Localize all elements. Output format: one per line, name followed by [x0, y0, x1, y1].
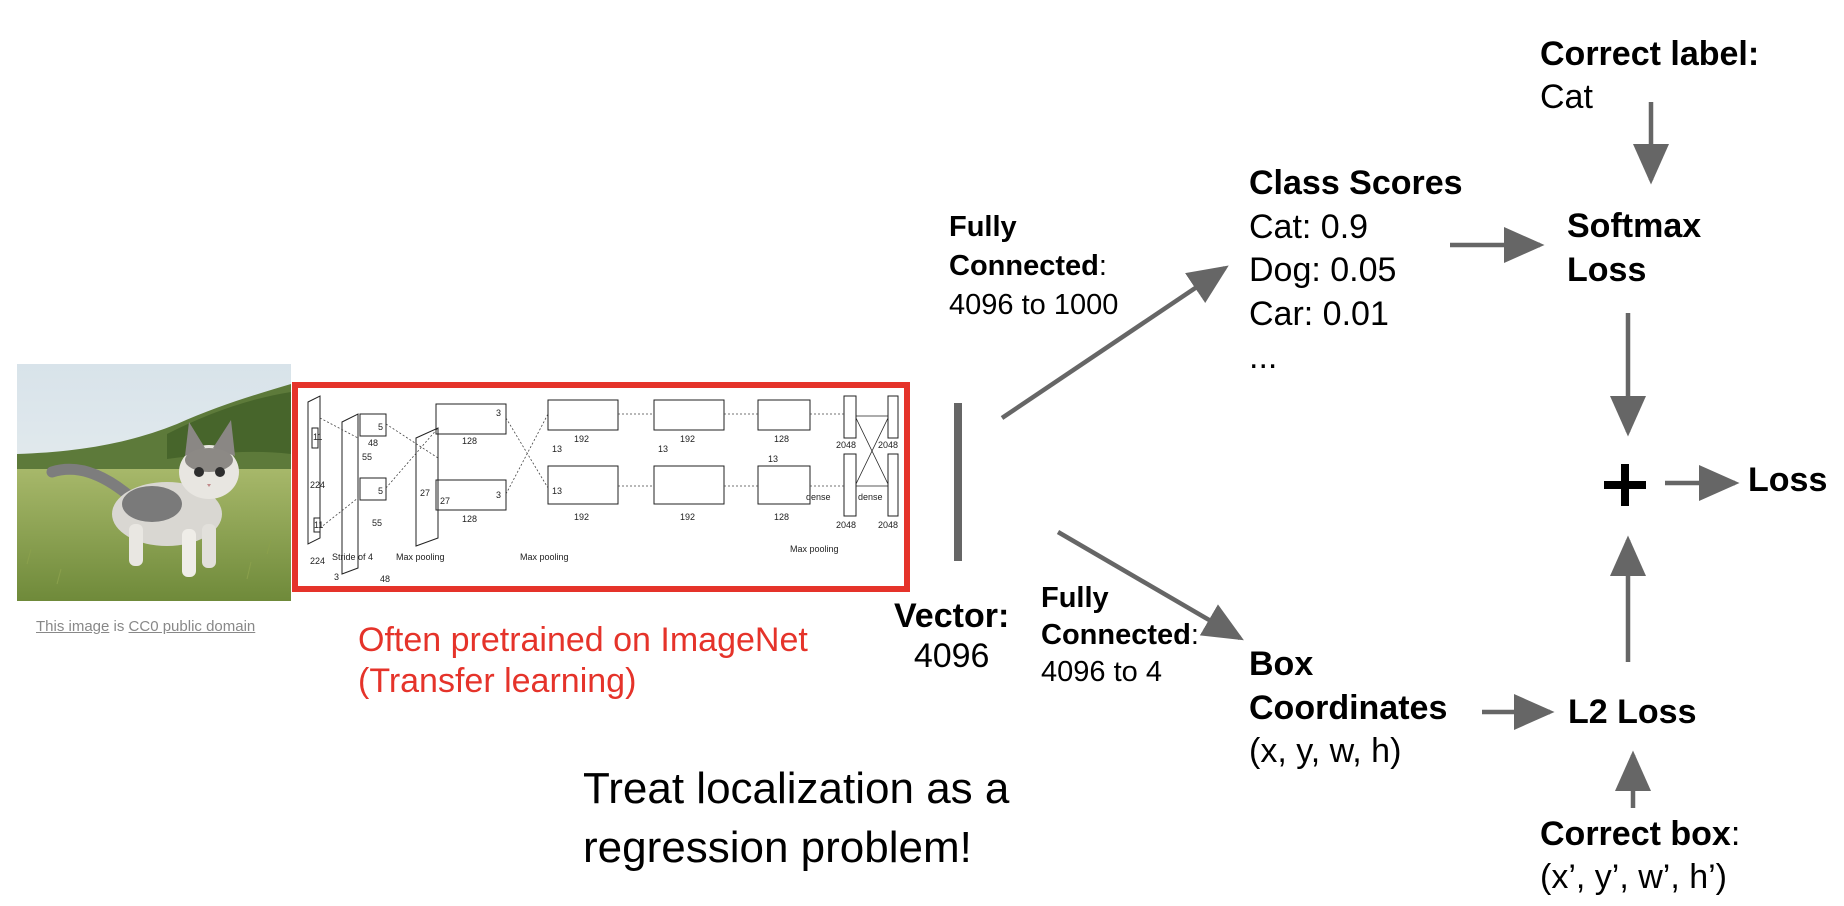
- credit-text: is: [109, 618, 129, 635]
- image-credit: This image is CC0 public domain: [36, 618, 255, 636]
- cnn-label-3: 3: [334, 572, 339, 582]
- correct-label-title: Correct label:: [1540, 35, 1760, 73]
- class-score-item: Car: 0.01: [1249, 294, 1389, 333]
- cnn-label-dense1: dense: [806, 492, 831, 502]
- cnn-size-2048b: 2048: [836, 520, 856, 530]
- cnn-architecture-diagram: 224 224 11 11 55 55 27 27 13 13 13 13 48…: [307, 395, 899, 584]
- fc-bottom-line3: 4096 to 4: [1041, 656, 1162, 689]
- cnn-size-11b: 11: [314, 520, 323, 530]
- cnn-size-192c: 192: [680, 434, 695, 444]
- cnn-size-13c: 13: [658, 444, 668, 454]
- cnn-size-55a: 55: [362, 452, 372, 462]
- cat-photo: [17, 364, 291, 601]
- regression-note: Treat localization as a regression probl…: [583, 760, 1009, 878]
- correct-box-colon: :: [1730, 815, 1741, 853]
- cnn-size-3a: 3: [496, 408, 501, 418]
- box-coords-line2: Coordinates: [1249, 688, 1448, 727]
- cnn-size-192b: 192: [574, 512, 589, 522]
- cnn-size-2048d: 2048: [878, 520, 898, 530]
- fc-top-line1: Fully: [949, 211, 1017, 243]
- pretrained-note: Often pretrained on ImageNet (Transfer l…: [358, 620, 808, 703]
- fc-top-colon: :: [1098, 249, 1107, 282]
- plus-icon: +: [1604, 464, 1646, 506]
- correct-label-value: Cat: [1540, 77, 1593, 116]
- softmax-loss: Softmax Loss: [1567, 205, 1701, 292]
- cnn-size-2048c: 2048: [878, 440, 898, 450]
- cnn-size-128d: 128: [774, 512, 789, 522]
- pretrained-note-line1: Often pretrained on ImageNet: [358, 621, 808, 659]
- regression-note-line1: Treat localization as a: [583, 764, 1010, 813]
- credit-link-image[interactable]: This image: [36, 618, 110, 635]
- cnn-label-maxpool1: Max pooling: [396, 552, 445, 562]
- cnn-size-3b: 3: [496, 490, 501, 500]
- correct-box-value: (x’, y’, w’, h’): [1540, 857, 1727, 896]
- l2-loss: L2 Loss: [1568, 693, 1697, 731]
- cnn-size-192d: 192: [680, 512, 695, 522]
- cnn-size-128a: 128: [462, 436, 477, 446]
- total-loss: Loss: [1748, 461, 1828, 499]
- vector-title: Vector:: [894, 597, 1010, 635]
- cnn-size-13d: 13: [768, 454, 778, 464]
- cnn-size-5a: 5: [378, 422, 383, 432]
- fc-bottom-line2: Connected: [1041, 619, 1191, 652]
- softmax-line1: Softmax: [1567, 207, 1702, 245]
- cnn-size-2048a: 2048: [836, 440, 856, 450]
- fc-top-line2: Connected: [949, 249, 1099, 282]
- fc-bottom-colon: :: [1190, 619, 1199, 652]
- fc-top-label: Fully Connected: 4096 to 1000: [949, 208, 1118, 325]
- fc-bottom-line1: Fully: [1041, 582, 1109, 614]
- cnn-label-stride: Stride of 4: [332, 552, 373, 562]
- class-scores-title: Class Scores: [1249, 164, 1463, 202]
- cnn-size-5b: 5: [378, 486, 383, 496]
- correct-box-title: Correct box: [1540, 815, 1731, 853]
- cnn-architecture-box: 224 224 11 11 55 55 27 27 13 13 13 13 48…: [292, 382, 910, 592]
- credit-link-license[interactable]: CC0 public domain: [128, 618, 256, 635]
- pretrained-note-line2: (Transfer learning): [358, 662, 637, 701]
- softmax-line2: Loss: [1567, 250, 1647, 289]
- cnn-label-dense2: dense: [858, 492, 883, 502]
- cnn-size-128b: 128: [462, 514, 477, 524]
- fc-bottom-label: Fully Connected: 4096 to 4: [1041, 580, 1199, 691]
- cnn-size-48b: 48: [380, 574, 390, 584]
- cat-photo-illustration: [17, 364, 291, 601]
- cnn-label-maxpool3: Max pooling: [790, 544, 839, 554]
- cnn-size-13a: 13: [552, 444, 562, 454]
- box-coords-line3: (x, y, w, h): [1249, 732, 1402, 771]
- cnn-size-27a: 27: [420, 488, 430, 498]
- cnn-size-224b: 224: [310, 556, 325, 566]
- cnn-label-maxpool2: Max pooling: [520, 552, 569, 562]
- class-score-item: Dog: 0.05: [1249, 251, 1397, 290]
- cnn-size-13b: 13: [552, 486, 562, 496]
- class-scores: Class Scores Cat: 0.9 Dog: 0.05 Car: 0.0…: [1249, 162, 1463, 380]
- correct-label: Correct label: Cat: [1540, 33, 1759, 119]
- cnn-size-192a: 192: [574, 434, 589, 444]
- cnn-size-27b: 27: [440, 496, 450, 506]
- cnn-size-55b: 55: [372, 518, 382, 528]
- correct-box: Correct box: (x’, y’, w’, h’): [1540, 813, 1740, 899]
- box-coords-line1: Box: [1249, 645, 1314, 683]
- vector-label: Vector: 4096: [894, 596, 1009, 676]
- cnn-size-48a: 48: [368, 438, 378, 448]
- class-score-item: Cat: 0.9: [1249, 207, 1369, 246]
- cnn-size-11a: 11: [313, 432, 322, 442]
- box-coordinates: Box Coordinates (x, y, w, h): [1249, 643, 1447, 774]
- class-score-item: ...: [1249, 338, 1278, 377]
- regression-note-line2: regression problem!: [583, 822, 972, 872]
- fc-top-line3: 4096 to 1000: [949, 288, 1119, 321]
- cnn-size-224a: 224: [310, 480, 325, 490]
- cnn-size-128c: 128: [774, 434, 789, 444]
- feature-vector-bar: [954, 403, 962, 561]
- vector-size: 4096: [913, 637, 990, 676]
